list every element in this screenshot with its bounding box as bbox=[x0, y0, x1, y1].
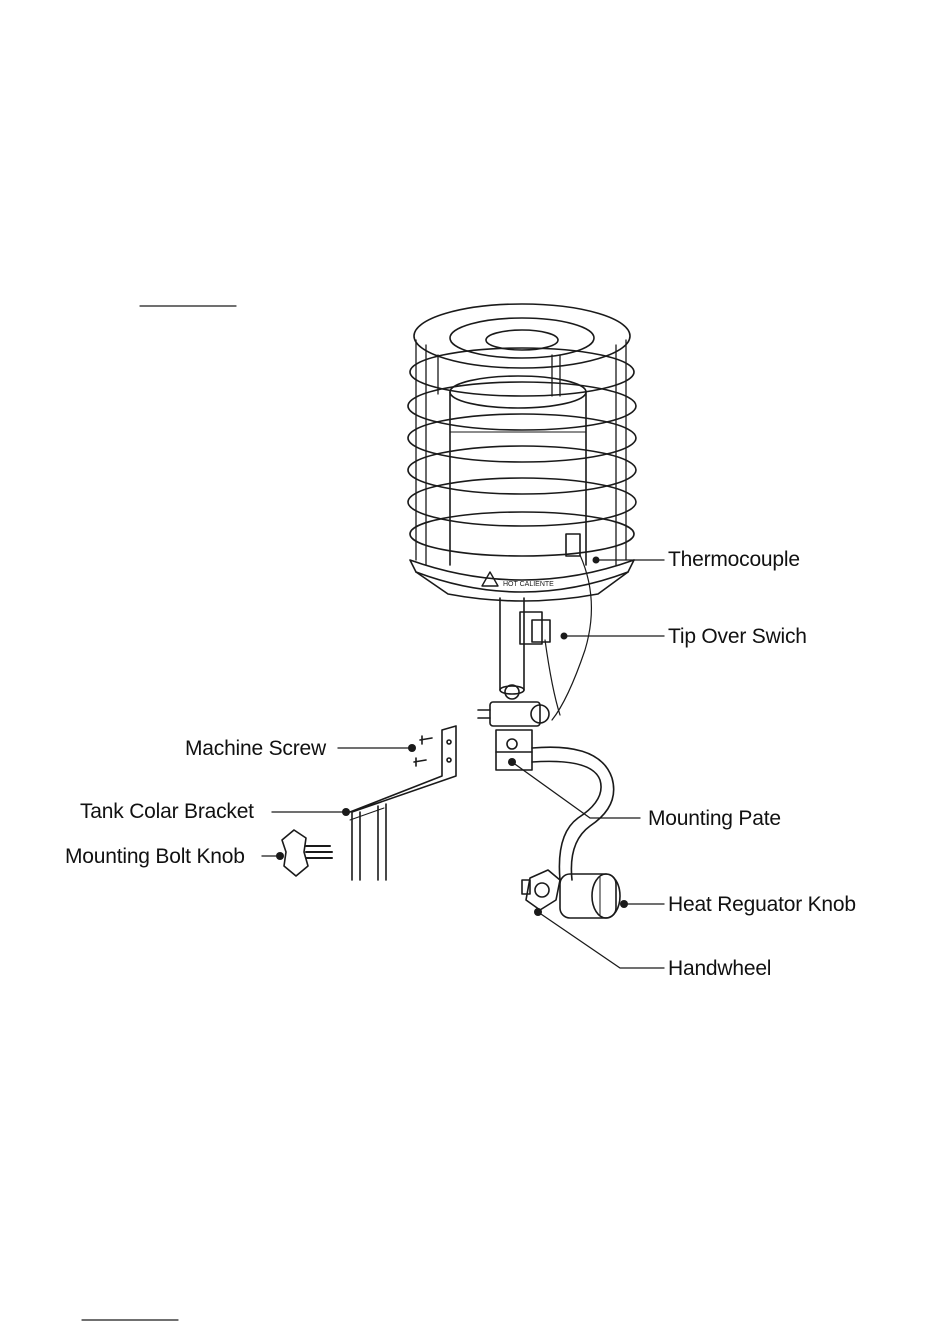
label-handwheel: Handwheel bbox=[668, 958, 771, 979]
tank-collar-bracket-shape bbox=[350, 726, 456, 880]
emitter-top bbox=[450, 376, 586, 408]
heater-head: HOT CALIENTE bbox=[408, 304, 636, 601]
machine-screws bbox=[414, 736, 432, 766]
leader-dots bbox=[276, 557, 628, 917]
handwheel-shape bbox=[526, 870, 560, 910]
label-mounting-plate: Mounting Pate bbox=[648, 808, 781, 829]
heater-warning-text: HOT CALIENTE bbox=[503, 581, 554, 588]
leader-handwheel bbox=[538, 912, 664, 968]
stem-bolt bbox=[505, 685, 519, 699]
guard-rings bbox=[408, 304, 636, 556]
thermocouple-wire bbox=[552, 555, 591, 720]
label-machine-screw: Machine Screw bbox=[185, 738, 326, 759]
label-tip-over-switch: Tip Over Swich bbox=[668, 626, 807, 647]
gas-tube bbox=[532, 747, 614, 880]
mounting-bolt-knob-shape bbox=[282, 830, 332, 876]
mounting-plate-assembly bbox=[496, 730, 614, 880]
label-tank-collar-bracket: Tank Colar Bracket bbox=[80, 801, 254, 822]
label-thermocouple: Thermocouple bbox=[668, 549, 800, 570]
regulator-body bbox=[560, 874, 616, 918]
label-mounting-bolt-knob: Mounting Bolt Knob bbox=[65, 846, 245, 867]
label-heat-regulator-knob: Heat Reguator Knob bbox=[668, 894, 856, 915]
valve-body bbox=[490, 702, 540, 726]
